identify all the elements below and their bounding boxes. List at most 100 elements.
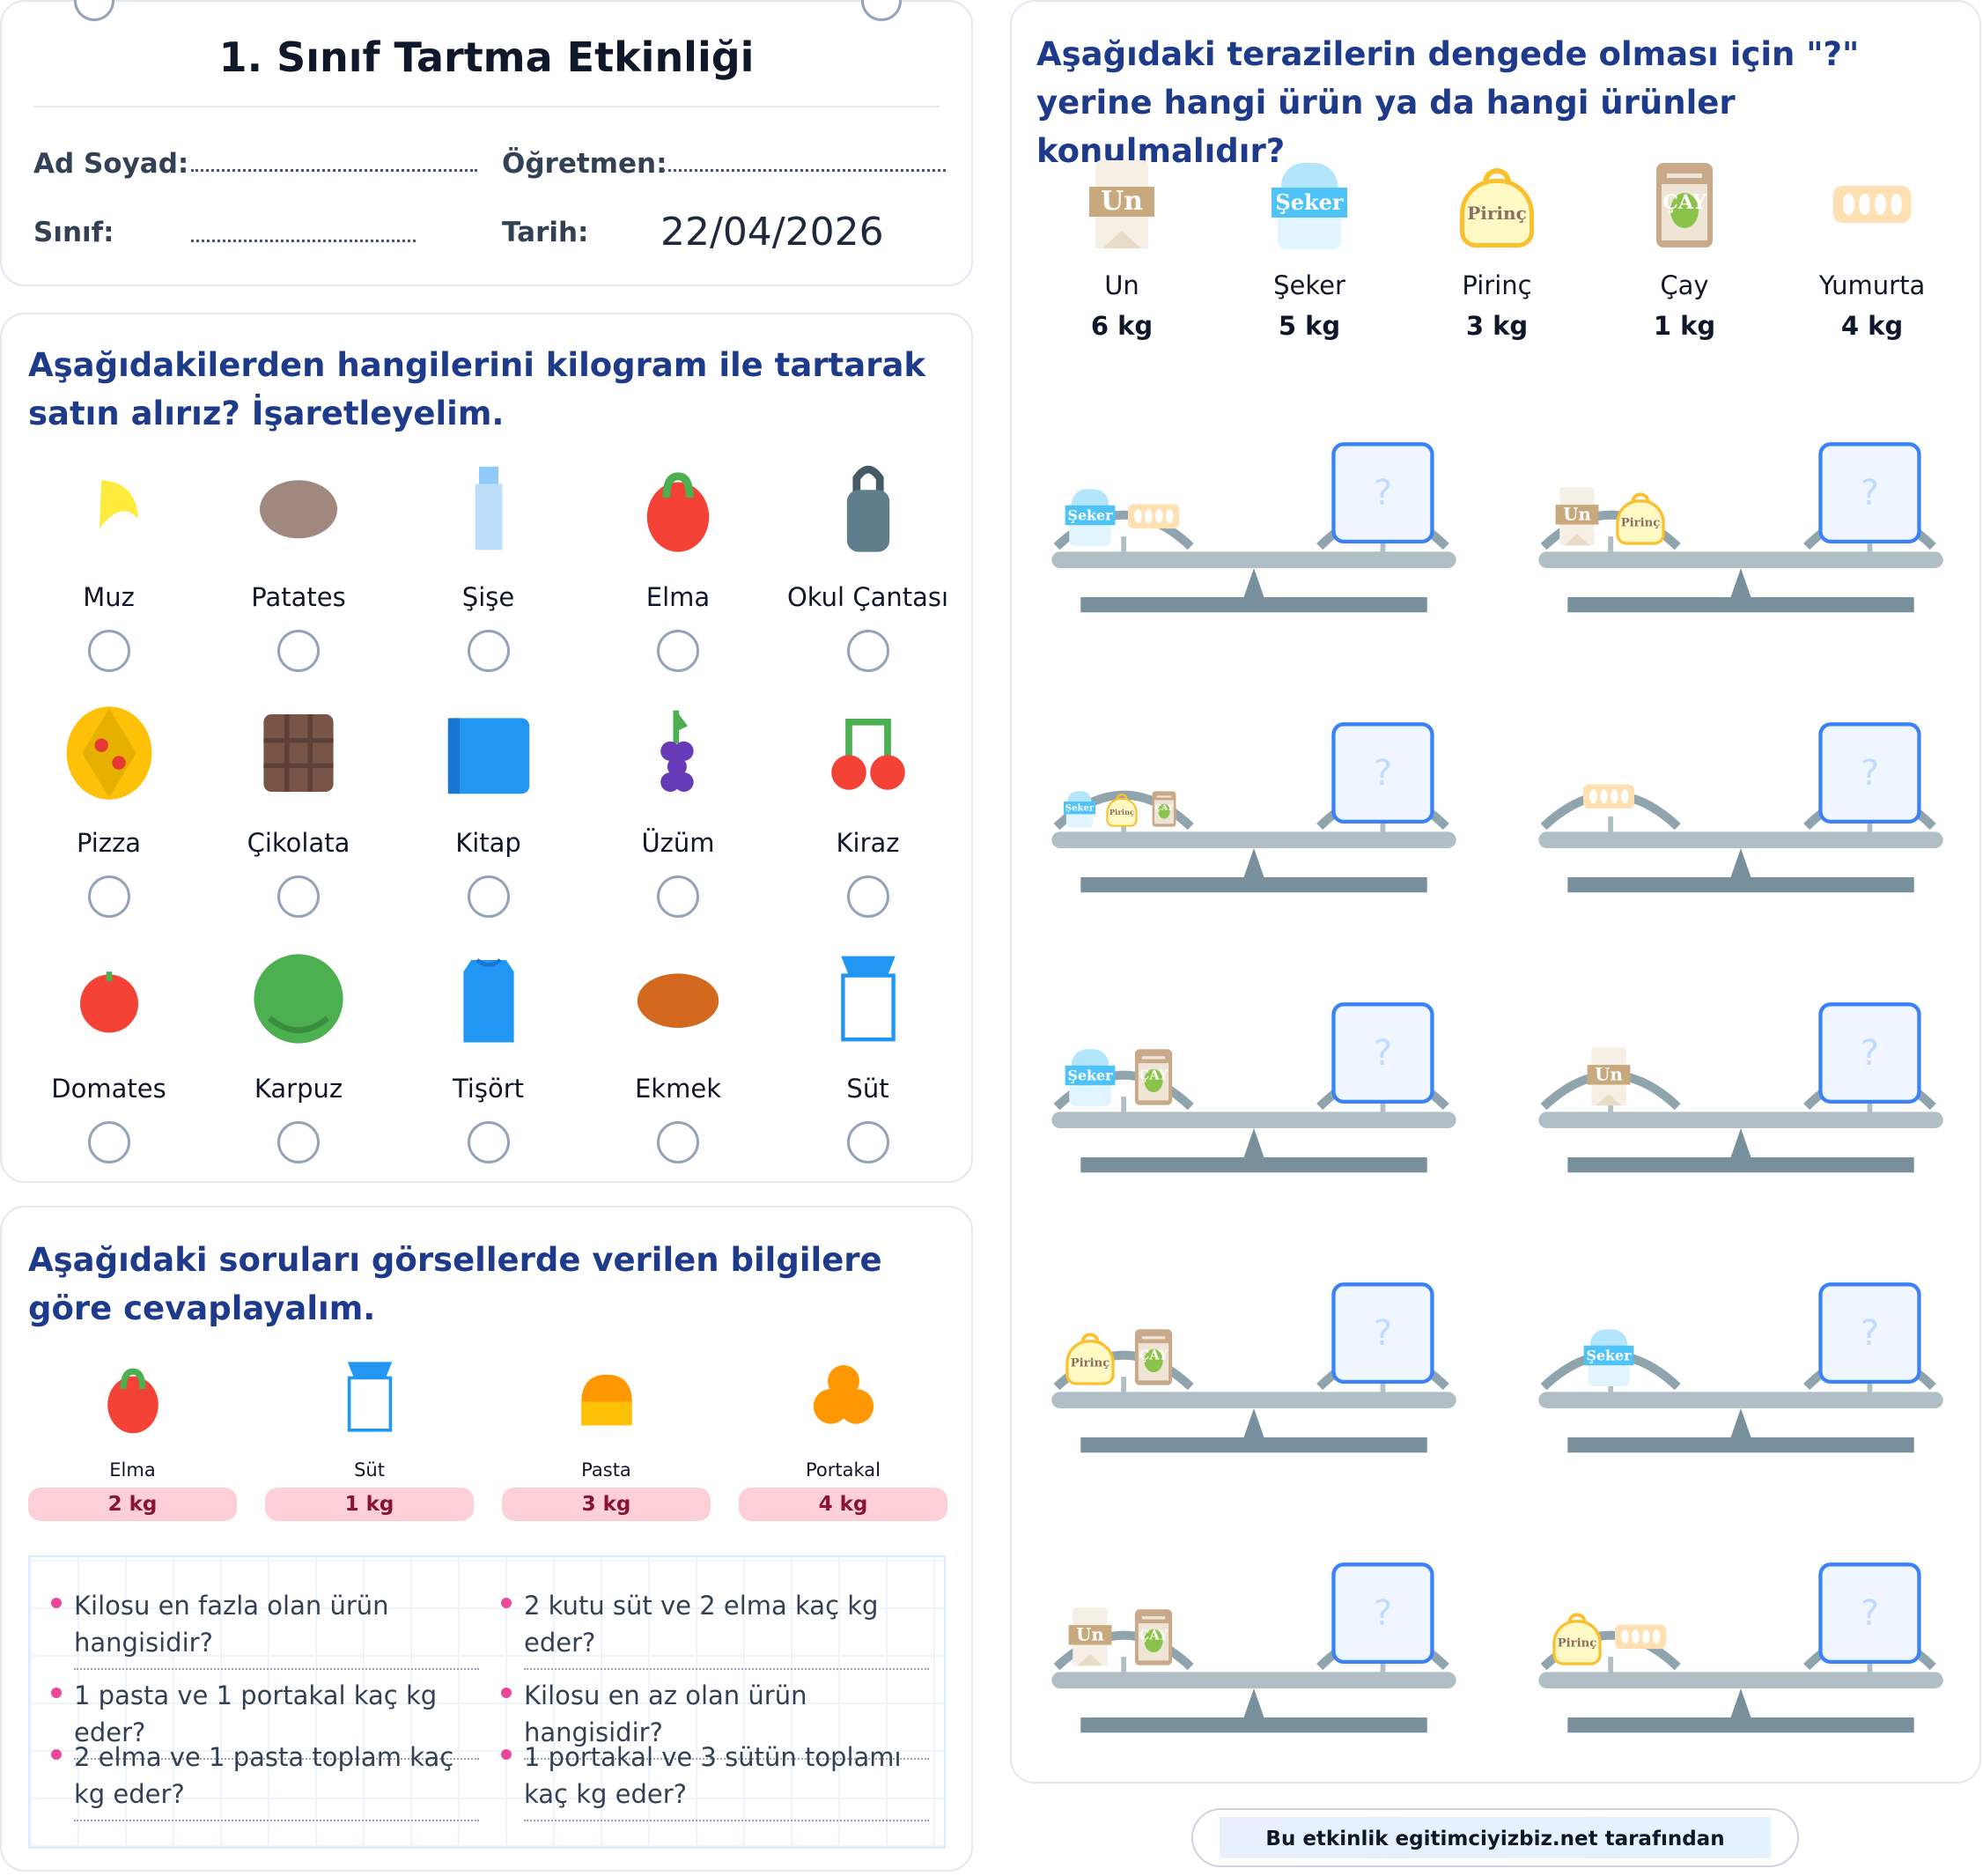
- item-checkbox[interactable]: [467, 1121, 510, 1163]
- item-label: Çikolata: [247, 828, 350, 858]
- checklist-item: Patates: [204, 459, 394, 672]
- pirinc-product-icon: Pirinç: [1103, 788, 1140, 829]
- answer-box[interactable]: ?: [1373, 753, 1393, 794]
- answer-line[interactable]: [74, 1668, 479, 1670]
- item-checkbox[interactable]: [657, 1121, 699, 1163]
- item-label: Pasta: [581, 1459, 631, 1481]
- balance-scale: ?Un: [1538, 1001, 1943, 1178]
- item-checkbox[interactable]: [87, 1121, 130, 1163]
- item-checkbox[interactable]: [467, 630, 510, 672]
- answer-box[interactable]: ?: [1860, 1313, 1880, 1354]
- teacher-field[interactable]: [662, 169, 946, 172]
- item-checkbox[interactable]: [87, 875, 130, 918]
- question-item: 2 elma ve 1 pasta toplam kaç kg eder?: [51, 1739, 479, 1821]
- product-weight: 3 kg: [1465, 311, 1529, 341]
- answer-line[interactable]: [74, 1820, 479, 1821]
- product-name: Şeker: [1273, 270, 1345, 300]
- item-label: Portakal: [806, 1459, 881, 1481]
- answer-box[interactable]: ?: [1373, 473, 1393, 513]
- item-checkbox[interactable]: [277, 630, 320, 672]
- checklist-item: Muz: [14, 459, 203, 672]
- scales-heading: Aşağıdaki terazilerin dengede olması içi…: [1036, 35, 1860, 170]
- item-checkbox[interactable]: [846, 875, 889, 918]
- cay-product-icon: ÇAY: [1124, 1325, 1183, 1389]
- un-product-icon: Un: [1061, 1605, 1119, 1669]
- answer-line[interactable]: [524, 1668, 929, 1670]
- weight-badge: 3 kg: [502, 1488, 711, 1521]
- product-icon-wrap: Un: [1034, 147, 1210, 262]
- question-item: Kilosu en fazla olan ürün hangisidir?: [51, 1587, 479, 1670]
- answer-line[interactable]: [74, 1758, 479, 1760]
- product-name: Pirinç: [1462, 270, 1532, 300]
- checklist-item: Süt: [773, 950, 962, 1163]
- yumurta-product-icon: [1124, 484, 1183, 549]
- checklist-item: Üzüm: [584, 705, 773, 918]
- answer-box[interactable]: ?: [1373, 1313, 1393, 1354]
- seker-product-icon: Şeker: [1061, 788, 1098, 829]
- checklist-item: Okul Çantası: [773, 459, 962, 672]
- un-product-icon: Un: [1548, 484, 1606, 549]
- answer-box[interactable]: ?: [1860, 1593, 1880, 1634]
- left-pan-items: [1521, 764, 1697, 829]
- answer-box[interactable]: ?: [1860, 473, 1880, 513]
- product-icon-wrap: Şeker: [1221, 147, 1397, 262]
- name-field[interactable]: [191, 169, 477, 172]
- answer-line[interactable]: [524, 1758, 929, 1760]
- balance-scale-drawing: [1051, 1002, 1456, 1173]
- item-label: Kitap: [455, 828, 521, 858]
- cay-product-icon: ÇAY: [1640, 156, 1729, 253]
- answer-box[interactable]: ?: [1860, 753, 1880, 794]
- potato-icon: [260, 480, 337, 539]
- answer-box[interactable]: ?: [1373, 1593, 1393, 1634]
- item-checkbox[interactable]: [87, 630, 130, 672]
- item-label: Muz: [83, 582, 135, 612]
- item-checkbox[interactable]: [657, 875, 699, 918]
- answer-box[interactable]: ?: [1373, 1033, 1393, 1074]
- item-checkbox[interactable]: [657, 630, 699, 672]
- balance-scales-card: Aşağıdaki terazilerin dengede olması içi…: [1010, 0, 1981, 1784]
- cay-product-icon: ÇAY: [1124, 1045, 1183, 1109]
- item-checkbox[interactable]: [846, 1121, 889, 1163]
- bullet-icon: [501, 1598, 512, 1608]
- bullet-icon: [501, 1749, 512, 1760]
- grapes-icon: [660, 710, 694, 792]
- product-weight: 1 kg: [1653, 311, 1716, 341]
- checklist-heading: Aşağıdakilerden hangilerini kilogram ile…: [28, 346, 926, 432]
- item-checkbox[interactable]: [277, 875, 320, 918]
- answer-line[interactable]: [524, 1820, 929, 1821]
- class-field[interactable]: [191, 240, 416, 242]
- checklist-item: Kiraz: [773, 705, 962, 918]
- balance-scale: ?Pirinç: [1538, 1561, 1943, 1738]
- balance-scale-drawing: [1538, 1562, 1943, 1733]
- binder-ring-icon: [74, 0, 114, 21]
- chocolate-icon: [263, 714, 334, 792]
- balance-scale-drawing: [1538, 722, 1943, 893]
- orange-icon: [813, 1365, 874, 1424]
- checklist-item: Elma: [584, 459, 773, 672]
- seker-product-icon: Şeker: [1061, 484, 1119, 549]
- cake-icon: [580, 1374, 632, 1426]
- teacher-label: Öğretmen:: [502, 148, 667, 180]
- item-checkbox[interactable]: [467, 875, 510, 918]
- item-checkbox[interactable]: [277, 1121, 320, 1163]
- yumurta-product-icon: [1611, 1605, 1670, 1669]
- question-text: 2 kutu süt ve 2 elma kaç kg eder?: [524, 1591, 879, 1658]
- bread-icon: [637, 973, 719, 1028]
- balance-scale-drawing: [1051, 442, 1456, 613]
- milk-icon: [840, 956, 896, 1042]
- milk-icon: [347, 1362, 392, 1432]
- item-checkbox[interactable]: [846, 630, 889, 672]
- answer-box[interactable]: ?: [1860, 1033, 1880, 1074]
- footer-credit: Bu etkinlik egitimciyizbiz.net tarafında…: [1191, 1808, 1799, 1867]
- un-product-icon: Un: [1078, 156, 1166, 253]
- class-label: Sınıf:: [33, 217, 114, 248]
- product-weight: 5 kg: [1278, 311, 1341, 341]
